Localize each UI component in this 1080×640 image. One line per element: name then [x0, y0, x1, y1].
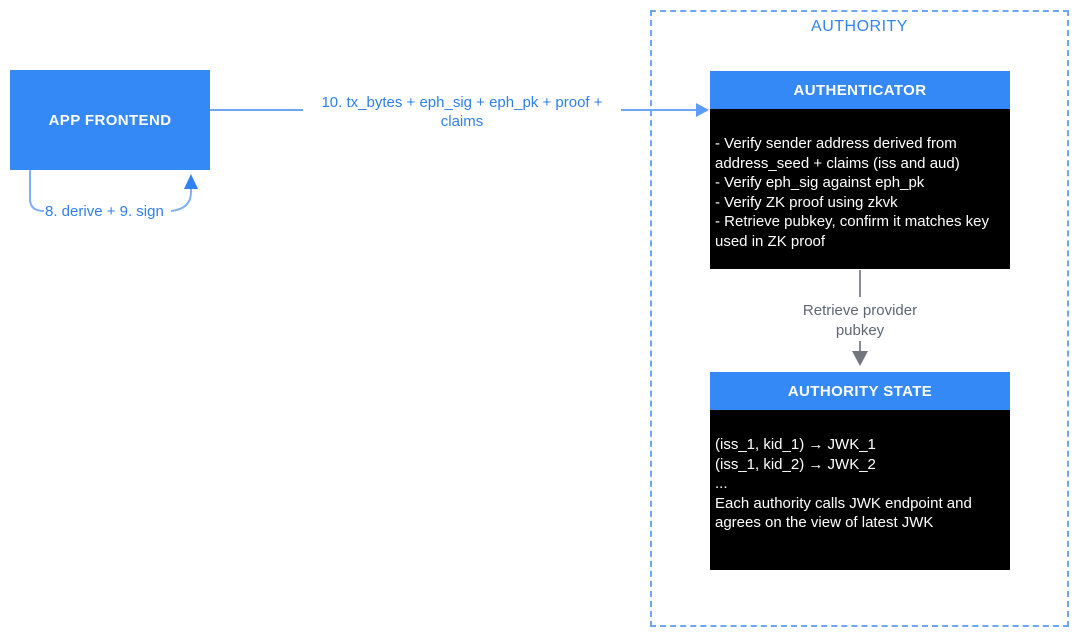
authenticator-node: AUTHENTICATOR - Verify sender address de…	[710, 71, 1010, 269]
app-frontend-node: APP FRONTEND	[10, 70, 210, 170]
authority-state-body: (iss_1, kid_1) → JWK_1 (iss_1, kid_2) → …	[710, 410, 1010, 570]
authority-state-node: AUTHORITY STATE (iss_1, kid_1) → JWK_1 (…	[710, 372, 1010, 570]
authority-group: AUTHORITY	[650, 10, 1069, 627]
authority-group-label: AUTHORITY	[811, 18, 908, 35]
authority-state-header: AUTHORITY STATE	[710, 372, 1010, 410]
derive-sign-label: 8. derive + 9. sign	[44, 202, 165, 221]
derive-sign-arrowhead-icon	[184, 174, 198, 189]
authenticator-header: AUTHENTICATOR	[710, 71, 1010, 109]
app-frontend-label: APP FRONTEND	[48, 111, 172, 129]
derive-sign-loop-right	[170, 188, 192, 212]
tx-arrow-label: 10. tx_bytes + eph_sig + eph_pk + proof …	[303, 93, 621, 131]
derive-sign-loop-left	[29, 170, 45, 212]
retrieve-pubkey-label: Retrieve provider pubkey	[802, 302, 918, 339]
authenticator-body: - Verify sender address derived from add…	[710, 109, 1010, 269]
